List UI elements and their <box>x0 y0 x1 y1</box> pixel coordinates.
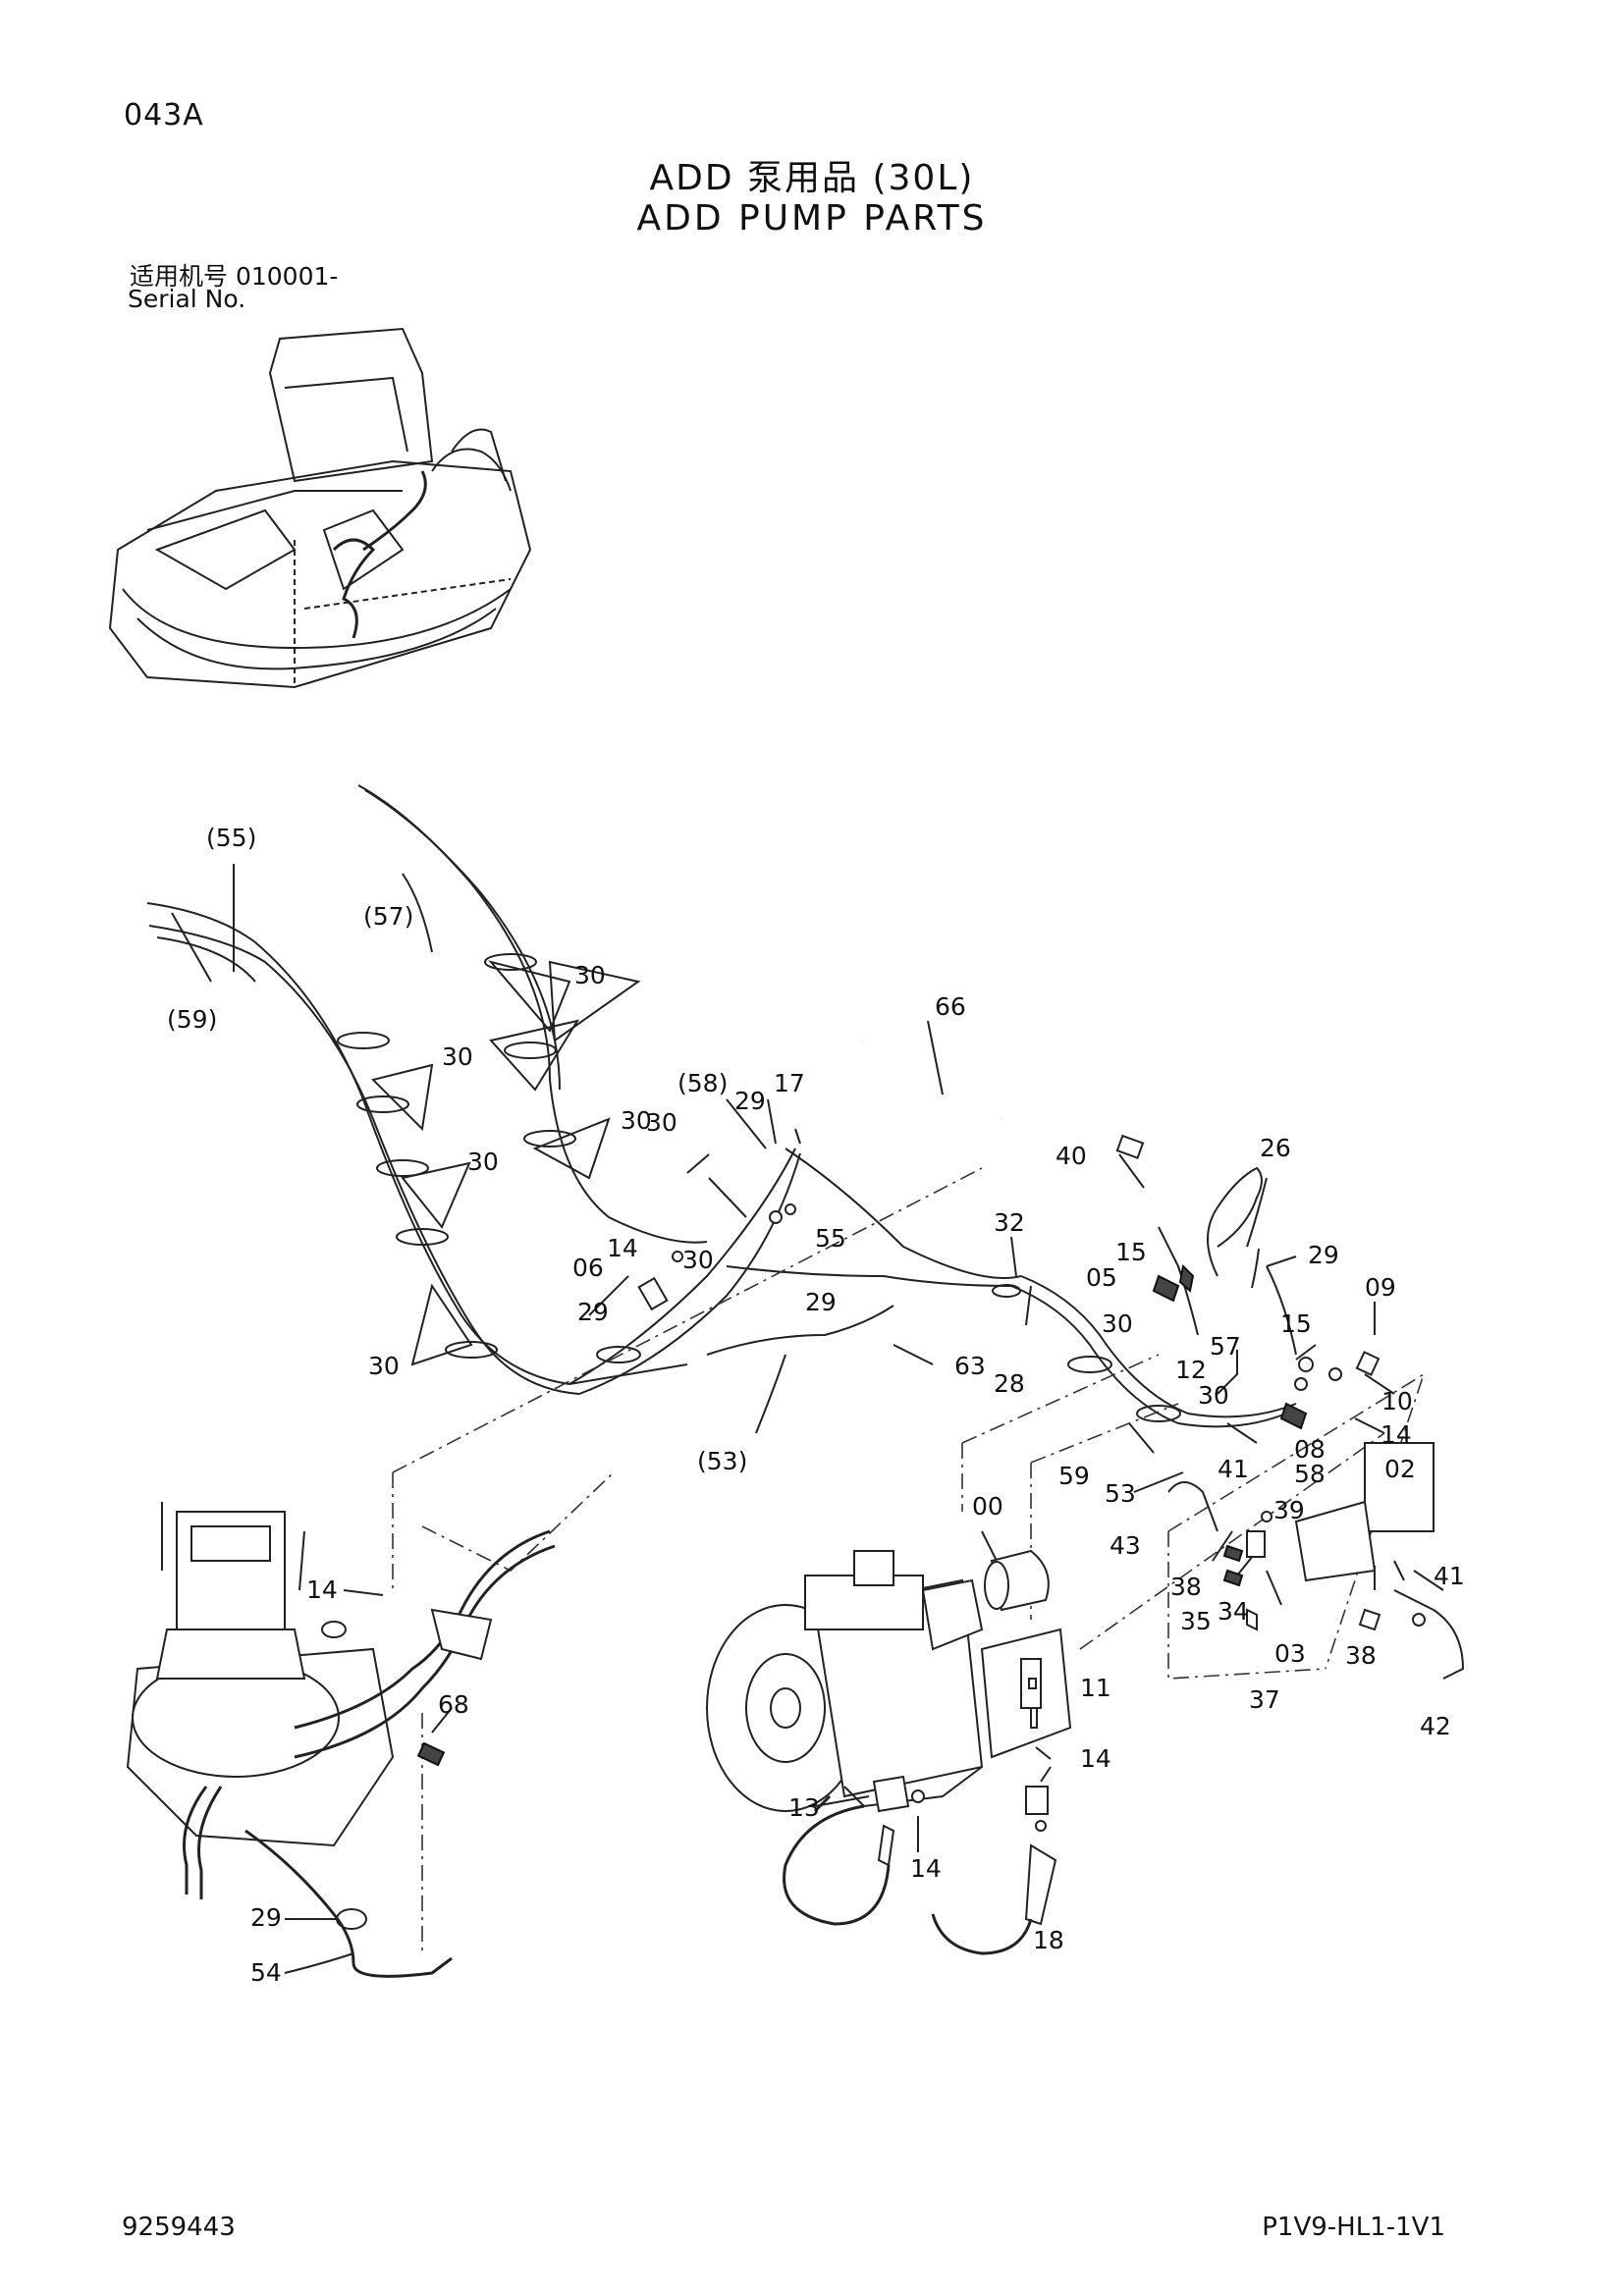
callout-label: 03 <box>1274 1639 1306 1668</box>
callout-label: 29 <box>734 1087 766 1115</box>
callout-label: 11 <box>1080 1674 1111 1702</box>
document-code: P1V9-HL1-1V1 <box>1262 2213 1445 2242</box>
callout-label: 29 <box>1308 1241 1339 1269</box>
callout-label: 29 <box>577 1298 609 1326</box>
callout-label: 15 <box>1280 1309 1312 1338</box>
callout-label: 29 <box>805 1288 837 1316</box>
callout-label: 34 <box>1218 1597 1249 1626</box>
callout-label: 30 <box>1102 1309 1133 1338</box>
callout-label: 14 <box>1380 1420 1412 1449</box>
callout-label: 63 <box>954 1352 986 1380</box>
callout-label: 14 <box>1080 1744 1111 1773</box>
callout-label: 15 <box>1115 1238 1147 1266</box>
callout-label: 30 <box>467 1148 499 1176</box>
title-english: ADD PUMP PARTS <box>636 198 988 239</box>
callout-label: 13 <box>788 1793 820 1822</box>
callout-label: 02 <box>1384 1455 1416 1483</box>
callout-label: 42 <box>1420 1712 1451 1740</box>
drawing-number: 9259443 <box>122 2213 236 2242</box>
callout-label: (59) <box>167 1005 217 1034</box>
callout-label: 68 <box>438 1690 469 1719</box>
small-fittings <box>244 1134 1465 1978</box>
callout-label: 30 <box>442 1042 473 1071</box>
callout-label: 55 <box>815 1224 846 1253</box>
callout-label: 18 <box>1033 1926 1064 1954</box>
callout-label: 40 <box>1056 1142 1087 1170</box>
callout-label: 08 <box>1294 1435 1326 1464</box>
callout-label: 59 <box>1058 1462 1090 1490</box>
machine-overview-illustration <box>108 327 532 689</box>
callout-label: (58) <box>677 1069 728 1097</box>
callout-label: 12 <box>1175 1356 1207 1384</box>
callout-label: 43 <box>1110 1531 1141 1560</box>
callout-label: 39 <box>1273 1496 1305 1524</box>
title-chinese: ADD 泵用品 (30L) <box>649 158 975 198</box>
callout-label: 57 <box>1210 1332 1241 1361</box>
callout-label: 30 <box>574 961 606 989</box>
callout-label: 14 <box>306 1575 338 1604</box>
callout-label: 28 <box>994 1369 1025 1398</box>
callout-label: 06 <box>572 1254 604 1282</box>
callout-label: 29 <box>250 1903 282 1932</box>
serial-number-label-chinese: 适用机号 010001- <box>130 262 339 291</box>
callout-label: 32 <box>994 1208 1025 1237</box>
hose-clamps <box>337 953 1181 1422</box>
callout-label: 10 <box>1381 1387 1413 1415</box>
callout-label: 38 <box>1170 1573 1202 1601</box>
callout-label: 66 <box>935 992 966 1021</box>
swing-motor-illustration <box>126 1502 556 1899</box>
callout-label: 30 <box>646 1108 677 1137</box>
callout-label: 14 <box>910 1854 942 1883</box>
callout-label: (57) <box>363 902 413 931</box>
serial-number-label-english: Serial No. <box>128 285 246 313</box>
callout-label: 58 <box>1294 1460 1326 1488</box>
callout-label: 30 <box>368 1352 400 1380</box>
callout-label: (55) <box>206 824 256 852</box>
callout-label: 41 <box>1434 1562 1465 1590</box>
reference-lines <box>392 1167 1426 1953</box>
callout-label: 26 <box>1260 1134 1291 1162</box>
callout-label: 38 <box>1345 1641 1377 1670</box>
callout-label: 53 <box>1105 1479 1136 1508</box>
callout-label: 30 <box>682 1246 714 1274</box>
callout-labels: (55) (57) (59) 30 30 30 30 30 30 30 66 (… <box>167 824 1465 1987</box>
page-code: 043A <box>124 98 204 133</box>
callout-label: 00 <box>972 1492 1003 1521</box>
callout-label: 30 <box>621 1106 652 1135</box>
callout-label: 05 <box>1086 1263 1117 1292</box>
main-pump-illustration <box>706 1549 1072 1812</box>
callout-label: 54 <box>250 1958 282 1987</box>
callout-label: 09 <box>1365 1273 1396 1302</box>
hose-routing <box>146 784 1297 1428</box>
callout-label: 35 <box>1180 1607 1212 1635</box>
callout-label: (53) <box>697 1447 747 1475</box>
callout-label: 41 <box>1218 1455 1249 1483</box>
callout-label: 30 <box>1198 1381 1229 1410</box>
callout-label: 37 <box>1249 1685 1280 1714</box>
callout-label: 14 <box>607 1234 638 1262</box>
callout-label: 17 <box>774 1069 805 1097</box>
